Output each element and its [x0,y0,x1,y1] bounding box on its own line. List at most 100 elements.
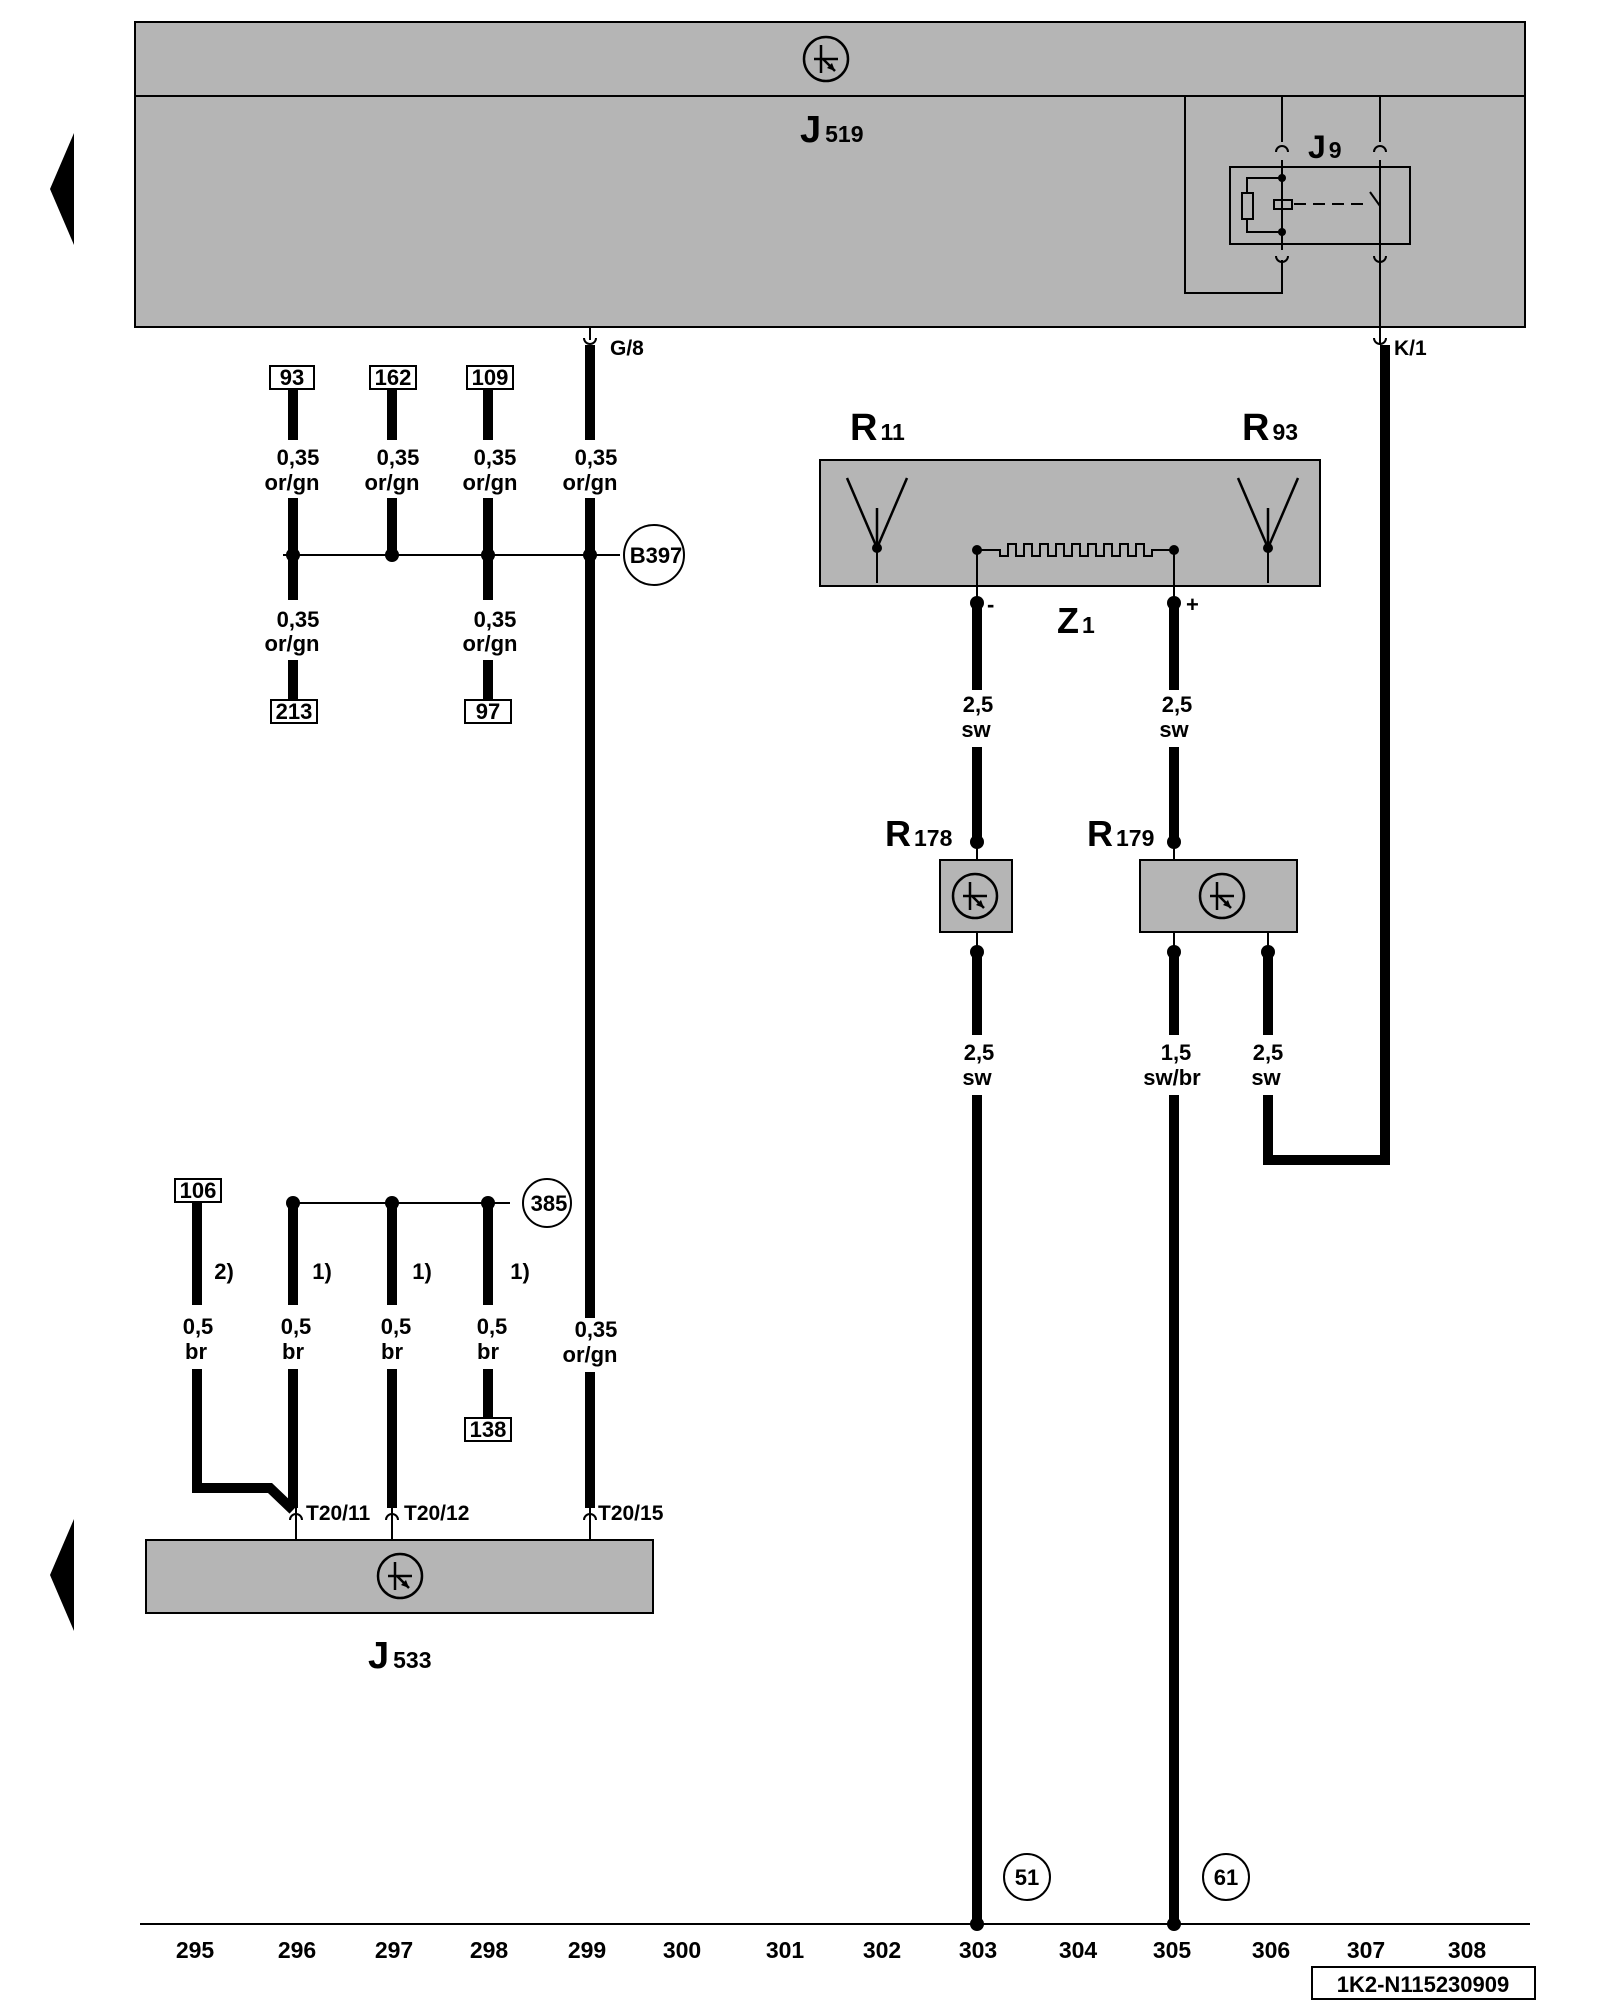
svg-text:0,5: 0,5 [381,1314,412,1339]
svg-text:R93: R93 [1242,407,1298,449]
r178-number: 178 [914,825,953,851]
j533-number: 533 [393,1647,431,1673]
svg-text:0,35: 0,35 [575,1317,618,1342]
wire-109: 109 0,35 or/gn [463,365,518,600]
svg-text:or/gn: or/gn [365,470,420,495]
svg-text:0,5: 0,5 [281,1314,312,1339]
grid-number: 306 [1252,1937,1290,1963]
antenna-icon [1236,477,1300,583]
j519-letter: J [800,109,821,151]
grid-number: 299 [568,1937,606,1963]
svg-text:or/gn: or/gn [265,470,320,495]
wire-93: 93 0,35 or/gn [265,365,320,600]
r93-letter: R [1242,407,1269,449]
svg-text:R11: R11 [850,407,905,449]
svg-text:or/gn: or/gn [463,470,518,495]
j519-number: 519 [825,121,863,147]
wire-213: 0,35 or/gn 213 [265,607,320,724]
svg-text:0,5: 0,5 [183,1314,214,1339]
grid-number: 297 [375,1937,413,1963]
grid-number: 302 [863,1937,901,1963]
ref-97: 97 [476,699,500,724]
diagram-id: 1K2-N115230909 [1337,1972,1509,1997]
grid-number: 300 [663,1937,701,1963]
ref-circle-51 [1003,1853,1051,1901]
diagram-id-box [1311,1966,1536,2000]
grid-number: 296 [278,1937,316,1963]
wire-297: 1) 0,5 br T20/12 [381,1203,469,1540]
svg-text:or/gn: or/gn [563,1342,618,1367]
pin-t20-11: T20/11 [306,1502,371,1525]
svg-text:sw: sw [961,717,991,742]
svg-text:br: br [185,1339,207,1364]
svg-text:br: br [477,1339,499,1364]
ref-385: 385 [531,1191,568,1216]
wire-r178-out: 2,5 sw [962,932,994,1931]
svg-text:sw: sw [1159,717,1189,742]
grid-numbers: 295 296 297 298 299 300 301 302 303 304 305 306 307 3… [176,1937,1487,1963]
wire-296: 1) 0,5 br T20/11 [281,1203,371,1540]
svg-text:or/gn: or/gn [463,631,518,656]
pin-g8: G/8 [610,337,644,360]
svg-text:2,5: 2,5 [1162,692,1193,717]
grid-number: 304 [1059,1937,1098,1963]
z1-plus: + [1186,592,1199,617]
wire-97: 0,35 or/gn 97 [463,607,518,724]
wire-r179-out-a: 1,5 sw/br [1143,932,1201,1931]
svg-text:sw: sw [962,1065,992,1090]
svg-text:0,35: 0,35 [377,445,420,470]
ref-106: 106 [180,1178,217,1203]
grid-number: 295 [176,1937,215,1963]
grid-number: 301 [766,1937,805,1963]
pin-t20-15: T20/15 [598,1502,664,1525]
footnote-106: 2) [214,1259,234,1284]
svg-text:0,35: 0,35 [575,445,618,470]
previous-page-arrow[interactable] [50,133,74,245]
footnote-296: 1) [312,1259,332,1284]
ref-213: 213 [276,699,313,724]
ref-61: 61 [1214,1865,1238,1890]
svg-text:0,5: 0,5 [477,1314,508,1339]
previous-page-arrow-bottom[interactable] [50,1519,74,1631]
ground-symbol-icon [1198,872,1246,920]
r179-number: 179 [1116,825,1154,851]
grid-number: 303 [959,1937,997,1963]
ref-109: 109 [472,365,509,390]
grid-number: 305 [1153,1937,1192,1963]
svg-text:2,5: 2,5 [964,1040,995,1065]
grid-number: 298 [470,1937,509,1963]
z1-minus: - [987,592,994,617]
svg-text:br: br [282,1339,304,1364]
r93-number: 93 [1272,419,1298,445]
pin-k1: K/1 [1394,337,1427,360]
wire-g8-t20-15: G/8 0,35 or/gn 0,35 or/gn T20/15 [563,327,664,1540]
z1-number: 1 [1082,612,1095,638]
footnote-297: 1) [412,1259,432,1284]
wire-z1-minus-r178: 2,5 sw [961,586,993,860]
splice-b397-circle [623,524,685,586]
j533-letter: J [368,1635,389,1677]
svg-text:or/gn: or/gn [563,470,618,495]
wire-z1-plus-r179: 2,5 sw [1159,586,1192,860]
ref-circle-61 [1202,1853,1250,1901]
grid-number: 308 [1448,1937,1487,1963]
ref-51: 51 [1015,1865,1039,1890]
wire-r179-out-b: 2,5 sw K/1 [1251,327,1427,1165]
heating-element-icon [972,543,1179,586]
wire-106: 106 2) 0,5 br [174,1178,297,1514]
svg-text:2,5: 2,5 [1253,1040,1284,1065]
wire-162: 162 0,35 or/gn [365,365,420,555]
svg-text:sw/br: sw/br [1143,1065,1201,1090]
grid-number: 307 [1347,1937,1385,1963]
footnote-298: 1) [510,1259,530,1284]
